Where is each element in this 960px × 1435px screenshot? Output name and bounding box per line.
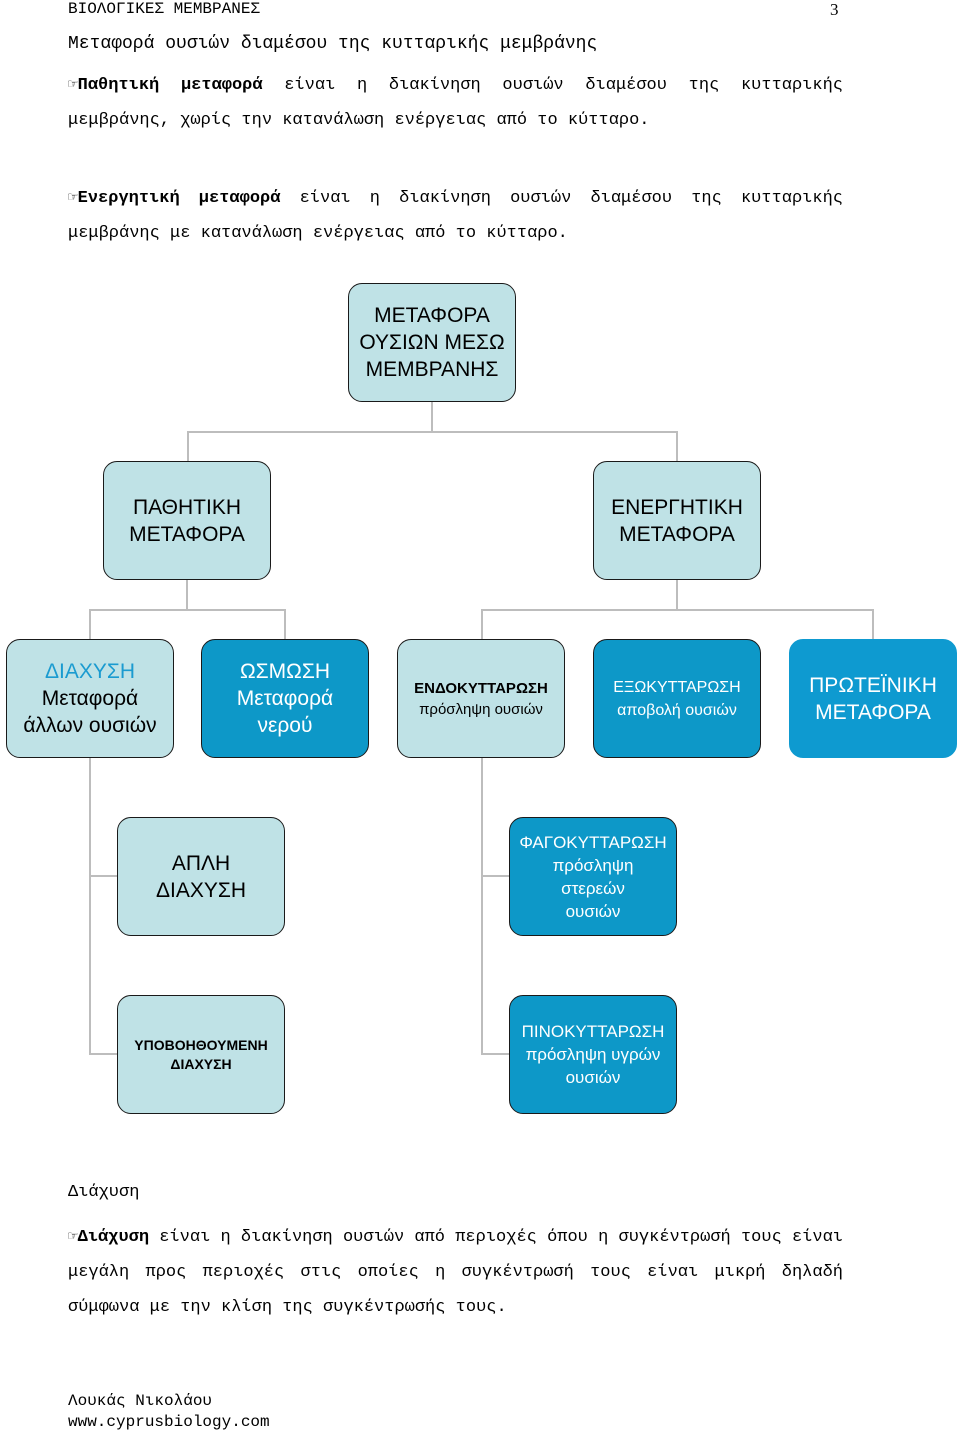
definition-active: ☞Ενεργητική μεταφορά είναι η διακίνηση ο…	[68, 181, 843, 251]
section-title: Μεταφορά ουσιών διαμέσου της κυτταρικής …	[68, 34, 598, 54]
box-simple-label: ΑΠΛΗ ΔΙΑΧΥΣΗ	[155, 851, 247, 902]
box-diffusion: ΔΙΑΧΥΣΗ Μεταφορά άλλων ουσιών	[6, 639, 174, 758]
page-number: 3	[830, 0, 839, 19]
box-root-transport: ΜΕΤΑΦΟΡΑ ΟΥΣΙΩΝ ΜΕΣΩ ΜΕΜΒΡΑΝΗΣ	[348, 283, 516, 402]
box-root-label: ΜΕΤΑΦΟΡΑ ΟΥΣΙΩΝ ΜΕΣΩ ΜΕΜΒΡΑΝΗΣ	[359, 304, 505, 381]
definition-passive: ☞Παθητική μεταφορά είναι η διακίνηση ουσ…	[68, 68, 843, 138]
box-diffusion-title: ΔΙΑΧΥΣΗ	[44, 660, 136, 683]
box-diffusion-sub: Μεταφορά άλλων ουσιών	[23, 687, 157, 737]
box-protein-label: ΠΡΩΤΕΪΝΙΚΗ ΜΕΤΑΦΟΡΑ	[809, 673, 937, 724]
box-passive-label: ΠΑΘΗΤΙΚΗ ΜΕΤΑΦΟΡΑ	[129, 495, 245, 546]
hand-pointing-icon: ☞	[68, 189, 78, 207]
box-osmosis-sub: Μεταφορά νερού	[236, 687, 334, 737]
definition-passive-text: είναι η διακίνηση ουσιών διαμέσου της κυ…	[68, 76, 843, 130]
definition-diffusion: ☞Διάχυση είναι η διακίνηση ουσιών από πε…	[68, 1220, 843, 1325]
box-endocytosis-title: ΕΝΔΟΚΥΤΤΑΡΩΣΗ	[414, 679, 548, 697]
hand-pointing-icon: ☞	[68, 76, 78, 94]
definition-diffusion-text: είναι η διακίνηση ουσιών από περιοχές όπ…	[68, 1228, 843, 1317]
box-osmosis: ΩΣΜΩΣΗ Μεταφορά νερού	[201, 639, 369, 758]
box-pinocytosis-title: ΠΙΝΟΚΥΤΤΑΡΩΣΗ	[521, 1022, 665, 1041]
term-active: Ενεργητική μεταφορά	[77, 189, 281, 208]
box-active-label: ΕΝΕΡΓΗΤΙΚΗ ΜΕΤΑΦΟΡΑ	[611, 495, 743, 546]
definition-active-text: είναι η διακίνηση ουσιών διαμέσου της κυ…	[68, 189, 843, 243]
box-endocytosis: ΕΝΔΟΚΥΤΤΑΡΩΣΗ πρόσληψη ουσιών	[397, 639, 565, 758]
diffusion-heading: Διάχυση	[68, 1183, 140, 1202]
box-endocytosis-sub: πρόσληψη ουσιών	[419, 700, 543, 718]
footer-author: Λουκάς Νικολάου	[68, 1392, 213, 1410]
box-active-transport: ΕΝΕΡΓΗΤΙΚΗ ΜΕΤΑΦΟΡΑ	[593, 461, 761, 580]
footer-website[interactable]: www.cyprusbiology.com	[68, 1413, 270, 1431]
box-phagocytosis: ΦΑΓΟΚΥΤΤΑΡΩΣΗ πρόσληψη στερεών ουσιών	[509, 817, 677, 936]
box-phagocytosis-title: ΦΑΓΟΚΥΤΤΑΡΩΣΗ	[519, 832, 667, 852]
box-simple-diffusion: ΑΠΛΗ ΔΙΑΧΥΣΗ	[117, 817, 285, 936]
term-diffusion: Διάχυση	[77, 1228, 150, 1247]
running-header: ΒΙΟΛΟΓΙΚΕΣ ΜΕΜΒΡΑΝΕΣ	[68, 0, 261, 18]
box-facilitated-label: ΥΠΟΒΟΗΘΟΥΜΕΝΗ ΔΙΑΧΥΣΗ	[134, 1036, 268, 1072]
term-passive: Παθητική μεταφορά	[77, 76, 263, 95]
box-exocytosis-title: ΕΞΩΚΥΤΤΑΡΩΣΗ	[613, 678, 741, 696]
box-pinocytosis-sub: πρόσληψη υγρών ουσιών	[525, 1045, 661, 1087]
box-passive-transport: ΠΑΘΗΤΙΚΗ ΜΕΤΑΦΟΡΑ	[103, 461, 271, 580]
box-exocytosis-sub: αποβολή ουσιών	[617, 701, 737, 719]
box-protein-transport: ΠΡΩΤΕΪΝΙΚΗ ΜΕΤΑΦΟΡΑ	[789, 639, 957, 758]
box-facilitated-diffusion: ΥΠΟΒΟΗΘΟΥΜΕΝΗ ΔΙΑΧΥΣΗ	[117, 995, 285, 1114]
box-exocytosis: ΕΞΩΚΥΤΤΑΡΩΣΗ αποβολή ουσιών	[593, 639, 761, 758]
box-osmosis-title: ΩΣΜΩΣΗ	[239, 660, 331, 683]
box-pinocytosis: ΠΙΝΟΚΥΤΤΑΡΩΣΗ πρόσληψη υγρών ουσιών	[509, 995, 677, 1114]
hand-pointing-icon: ☞	[68, 1228, 78, 1246]
box-phagocytosis-sub: πρόσληψη στερεών ουσιών	[552, 855, 634, 921]
